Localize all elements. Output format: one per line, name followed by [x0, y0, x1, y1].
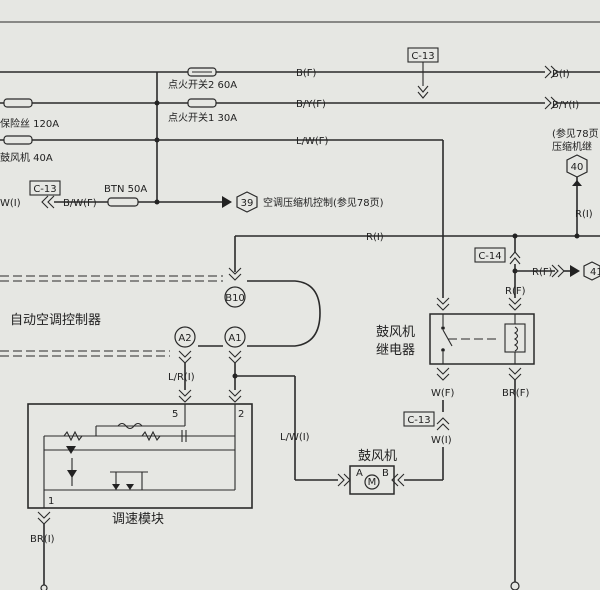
- connector-c14-label: C-14: [478, 251, 501, 262]
- motor-pin-b: B: [382, 468, 389, 479]
- module-pin-5: 5: [172, 409, 178, 420]
- ref41-number: 41: [590, 267, 600, 278]
- connector-c13-left-symbol: [41, 195, 55, 209]
- module-internal-circuit: [43, 404, 236, 508]
- connector-c13-bottom: [403, 411, 435, 427]
- wire-label-wi-left: W(I): [0, 198, 21, 209]
- ref39-arrow: [222, 196, 232, 208]
- relay-label-line2: 继电器: [376, 343, 415, 358]
- relay-contact: [441, 314, 498, 364]
- relay-box: [429, 313, 535, 365]
- ref40-line2: 压缩机继: [552, 140, 592, 153]
- wire-label-ri-right: R(I): [575, 209, 593, 220]
- wire-label-wf: W(F): [431, 388, 455, 399]
- ref40-arrow: [572, 180, 582, 186]
- fuse-ignition2-label: 点火开关2 60A: [168, 78, 237, 91]
- motor-m-label: M: [368, 477, 377, 488]
- wire-label-bf: B(F): [296, 68, 317, 79]
- fuse-ignition1-label: 点火开关1 30A: [168, 111, 237, 124]
- ref39-text: 空调压缩机控制(参见78页): [263, 196, 384, 209]
- pin-a1: [224, 326, 246, 348]
- motor-box: [349, 465, 395, 495]
- fuse-ignition2: [187, 67, 217, 77]
- relay-label-line1: 鼓风机: [376, 325, 415, 340]
- controller-label: 自动空调控制器: [10, 313, 101, 328]
- controller-outline: [0, 275, 321, 357]
- wire-label-rf-relay: R(F): [505, 286, 526, 297]
- wire-label-lwf: L/W(F): [296, 136, 328, 147]
- wire-label-wi-motor: W(I): [431, 435, 452, 446]
- motor-symbol: [364, 474, 380, 490]
- module-pin-1: 1: [48, 496, 54, 507]
- fuse-btn: [107, 197, 139, 207]
- fuse-main-label: 保险丝 120A: [0, 117, 59, 130]
- connector-c13-bottom-label: C-13: [407, 415, 430, 426]
- pin-a2-label: A2: [178, 333, 191, 344]
- wire-label-bri: BR(I): [30, 534, 55, 545]
- wire-label-bi: B(I): [552, 69, 570, 80]
- connector-c13-top-symbol: [417, 85, 429, 99]
- motor-pin-a: A: [356, 468, 363, 479]
- wire-label-bwf: B/W(F): [63, 198, 97, 209]
- wire-by: [0, 96, 600, 110]
- ref39-number: 39: [241, 198, 254, 209]
- connector-c13-top-label: C-13: [411, 51, 434, 62]
- ref39-hex: [236, 191, 258, 213]
- fuse-btn-label: BTN 50A: [104, 184, 147, 195]
- wire-b: [0, 65, 600, 79]
- wire-label-byf: B/Y(F): [296, 99, 326, 110]
- pin-a1-label: A1: [228, 333, 241, 344]
- wire-label-lri: L/R(I): [168, 372, 195, 383]
- fuse-ignition1: [187, 98, 217, 108]
- pin-b10: [224, 286, 246, 308]
- wire-label-rf-branch: R(F): [532, 267, 553, 278]
- ref41-hex: [583, 261, 600, 281]
- relay-coil: [504, 314, 526, 364]
- wire-ri: [234, 235, 600, 272]
- module-box: [27, 403, 253, 509]
- fuse-main: [3, 98, 33, 108]
- ref40-number: 40: [571, 162, 584, 173]
- pin-b10-label: B10: [225, 293, 245, 304]
- fuse-blower-label: 鼓风机 40A: [0, 151, 53, 164]
- connector-c14: [474, 247, 506, 263]
- connector-c13-left-label: C-13: [33, 184, 56, 195]
- wire-label-ri-top: R(I): [366, 232, 384, 243]
- fuse-blower: [3, 135, 33, 145]
- motor-label: 鼓风机: [358, 449, 397, 464]
- pin-a2: [174, 326, 196, 348]
- module-label: 调速模块: [112, 512, 164, 527]
- connector-c14-symbol: [509, 251, 521, 265]
- wire-label-lwi: L/W(I): [280, 432, 310, 443]
- module-pin-2: 2: [238, 409, 244, 420]
- wire-label-byi: B/Y(I): [552, 100, 579, 111]
- connector-c13-left: [29, 180, 61, 196]
- ref40-line1: (参见78页: [552, 127, 599, 140]
- wire-lw: [0, 139, 444, 298]
